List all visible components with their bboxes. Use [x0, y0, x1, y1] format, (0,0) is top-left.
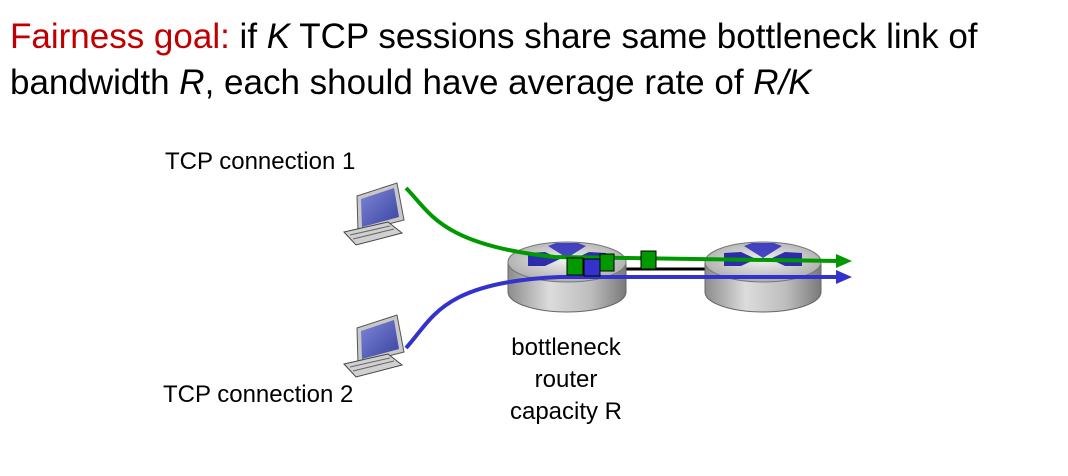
heading-text-a: if: [229, 17, 267, 56]
packet-green-2: [599, 253, 615, 272]
heading-text-b: TCP sessions share same bottleneck link …: [10, 17, 978, 102]
packet-green-3: [640, 250, 657, 270]
heading-var-k: K: [266, 17, 291, 56]
tcp-connection-2-label: TCP connection 2: [163, 381, 354, 408]
router-label-line-1: bottleneck: [511, 334, 621, 361]
tcp-flow-1-path: [404, 186, 839, 263]
heading-var-r: R: [179, 63, 205, 102]
bottleneck-router-label: bottleneck router capacity R: [480, 332, 652, 428]
router-label-line-2: router: [534, 366, 598, 393]
computer-2-icon: [343, 314, 405, 378]
tcp-connection-1-label: TCP connection 1: [165, 148, 356, 175]
tcp-flow-2-path: [404, 275, 838, 350]
router-label-line-3: capacity R: [509, 398, 623, 425]
heading-text-c: , each should have average rate of: [204, 63, 754, 102]
packet-blue: [583, 258, 601, 277]
slide-heading: Fairness goal: if K TCP sessions share s…: [10, 14, 1060, 106]
flow-1-arrowhead: [836, 254, 852, 268]
router-2-icon: [704, 241, 822, 313]
packet-green-1: [566, 257, 584, 276]
flow-2-arrowhead: [836, 270, 852, 284]
computer-1-icon: [343, 182, 405, 246]
fairness-goal-label: Fairness goal:: [10, 17, 230, 56]
heading-ratio: R/K: [753, 63, 812, 102]
